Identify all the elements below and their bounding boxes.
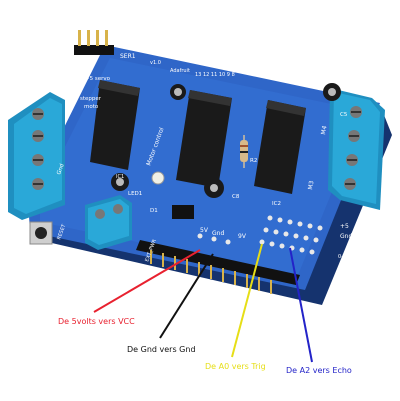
ic-chip-left — [90, 80, 140, 170]
silk-ic2: IC2 — [272, 201, 281, 207]
silk-power-9v: 9V — [238, 233, 247, 240]
left-screw-terminals — [8, 92, 65, 220]
proto-holes — [197, 215, 323, 255]
silk-ser1: SER1 — [120, 53, 136, 60]
annotation-a0-trig: De A0 vers Trig — [205, 362, 266, 371]
right-screw-terminals — [328, 88, 385, 210]
silk-left-label-3: moto — [84, 104, 99, 110]
wire-5v-red — [93, 249, 201, 313]
silk-header-text: Adafruit — [170, 68, 190, 74]
silk-right-5v: +5 — [340, 223, 349, 230]
silk-pin-numbers: 13 12 11 10 9 8 — [195, 72, 235, 78]
silk-ic1: IC1 — [116, 174, 124, 180]
wire-a2-blue — [289, 247, 313, 363]
ic-chip-middle — [176, 90, 232, 188]
resistor — [240, 135, 248, 168]
silk-c5: C5 — [340, 112, 348, 118]
silk-analog: 0-5 — [338, 254, 346, 260]
power-terminal — [85, 195, 132, 250]
silk-left-label-1: +5 servo — [85, 76, 111, 82]
silk-c8: C8 — [232, 194, 240, 200]
annotation-5volts-vcc: De 5volts vers VCC — [58, 317, 135, 326]
silk-led1: LED1 — [128, 191, 142, 197]
silk-power-gnd: Gnd — [212, 230, 224, 237]
silk-power-5v: 5V — [200, 227, 209, 234]
wire-a0-yellow — [231, 243, 263, 358]
wire-gnd-black — [159, 253, 214, 339]
silk-right-gnd: Gnd — [340, 233, 352, 240]
silk-gnd-top: Gnd — [56, 163, 65, 176]
bottom-header — [136, 240, 300, 294]
led — [151, 171, 165, 185]
reset-button — [29, 221, 53, 245]
annotation-a2-echo: De A2 vers Echo — [286, 366, 352, 375]
silk-left-label-2: stepper — [80, 96, 102, 102]
silk-version: v1.0 — [150, 60, 161, 66]
silk-d1: D1 — [150, 208, 158, 214]
header-pins — [74, 30, 114, 55]
annotation-gnd-gnd: De Gnd vers Gnd — [127, 345, 196, 354]
silk-reset: RESET — [56, 223, 67, 241]
silk-r2: R2 — [250, 158, 257, 164]
silk-m4: M4 — [320, 125, 328, 135]
silk-m3: M3 — [307, 180, 315, 190]
jumper — [172, 205, 194, 219]
capacitors — [111, 83, 341, 198]
ic-chip-right — [254, 100, 306, 194]
